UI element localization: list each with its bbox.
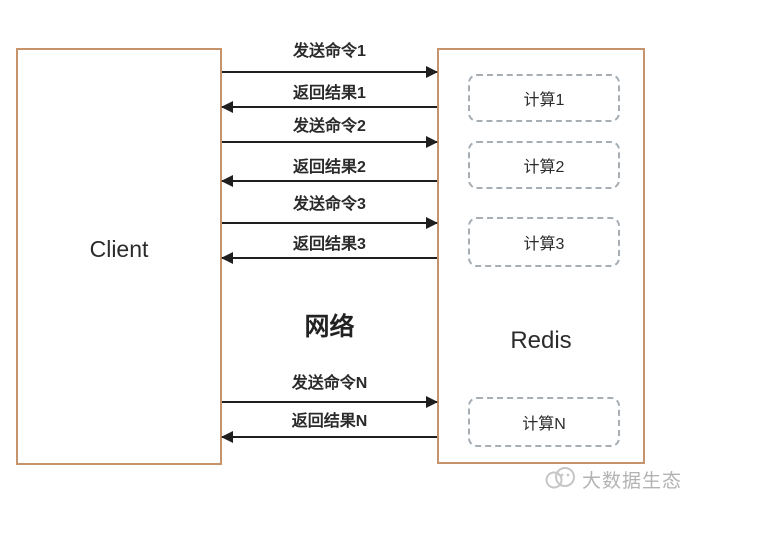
redis-label: Redis	[510, 327, 572, 354]
arrow-left-return-2	[221, 175, 437, 187]
watermark-text: 大数据生态	[582, 471, 683, 492]
message-label-send-1: 发送命令1	[293, 43, 366, 60]
message-label-send-2: 发送命令2	[293, 118, 366, 135]
message-label-send-n: 发送命令N	[291, 375, 368, 392]
mascot-logo-icon	[544, 464, 578, 495]
arrow-right-send-1	[222, 66, 438, 78]
arrow-right-send-n	[222, 396, 438, 408]
compute-box-2: 计算2	[468, 141, 620, 189]
arrow-left-return-3	[221, 252, 437, 264]
message-label-return-2: 返回结果2	[293, 159, 366, 176]
message-label-return-3: 返回结果3	[293, 236, 366, 253]
client-label: Client	[89, 236, 149, 262]
arrow-left-return-n	[221, 431, 437, 443]
compute-box-n: 计算N	[468, 397, 620, 447]
watermark: 大数据生态	[544, 464, 682, 495]
message-label-return-1: 返回结果1	[293, 85, 366, 102]
arrow-left-return-1	[221, 101, 437, 113]
redis-box: 计算1 计算2 计算3 Redis 计算N	[437, 48, 645, 464]
client-box: Client	[16, 48, 222, 465]
arrow-right-send-2	[222, 136, 438, 148]
message-label-return-n: 返回结果N	[291, 413, 368, 430]
message-label-send-3: 发送命令3	[293, 196, 366, 213]
network-label: 网络	[304, 313, 355, 341]
arrow-right-send-3	[222, 217, 438, 229]
compute-box-1: 计算1	[468, 74, 620, 122]
compute-box-3: 计算3	[468, 217, 620, 267]
